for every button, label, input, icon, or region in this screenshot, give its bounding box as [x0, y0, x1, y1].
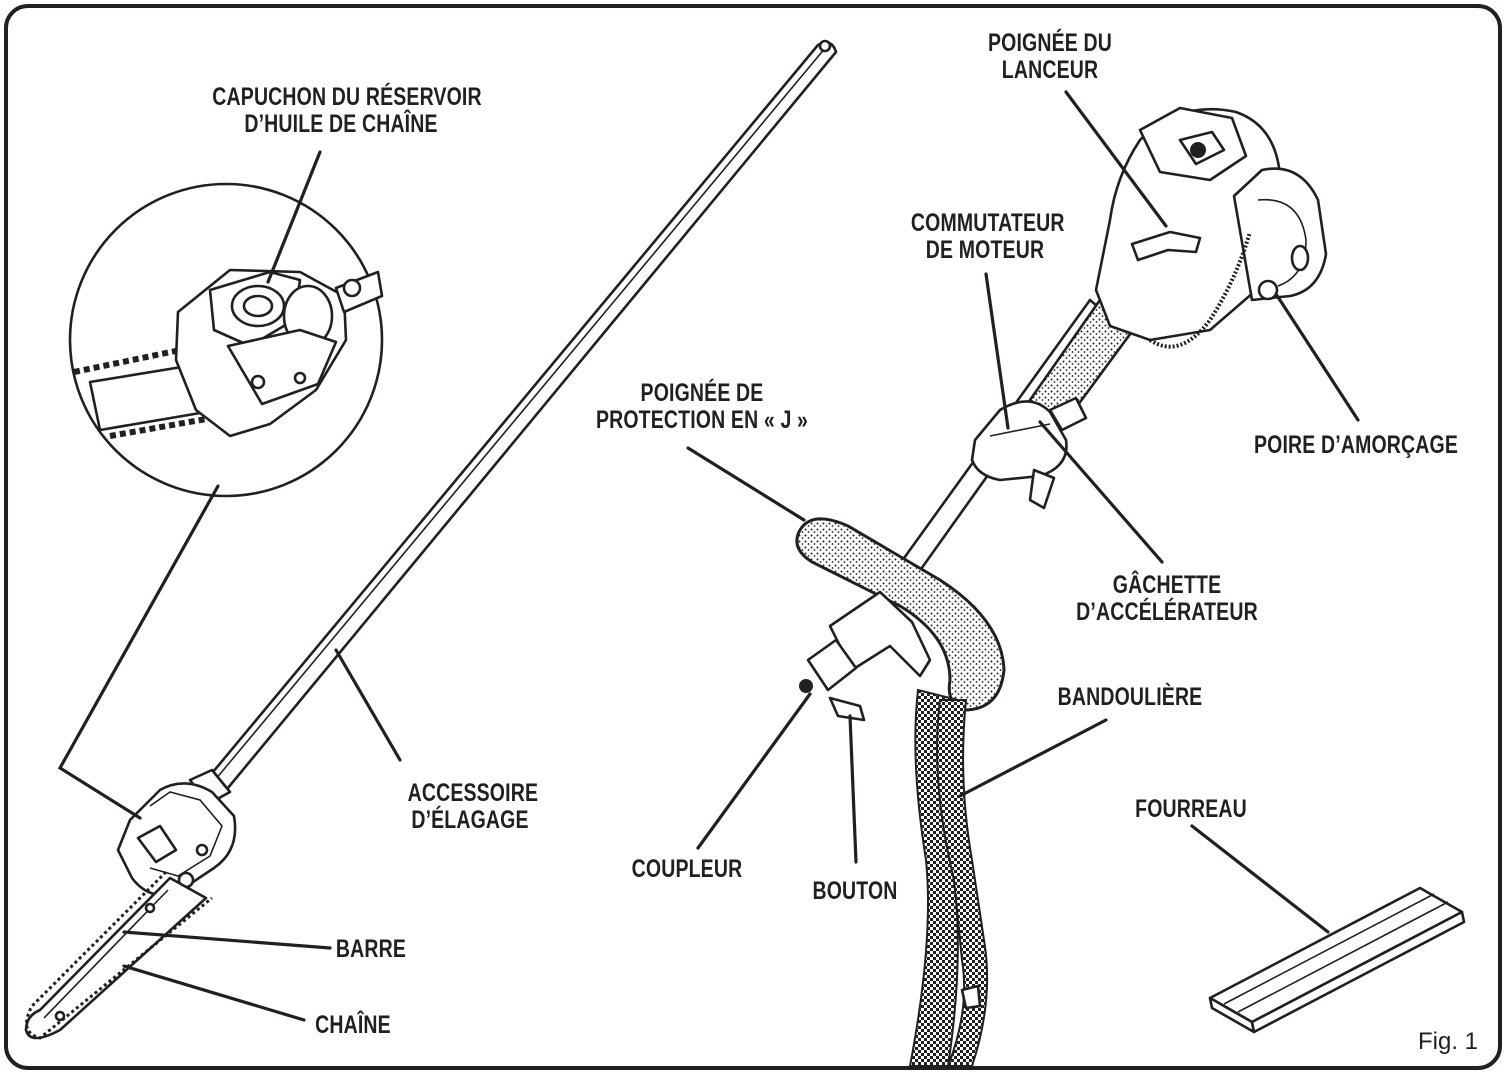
label-throttle-trigger: GÂCHETTE D’ACCÉLÉRATEUR: [1076, 571, 1258, 626]
label-bar: BARRE: [335, 935, 407, 963]
leader-chain: [122, 964, 306, 1022]
label-oil-cap: CAPUCHON DU RÉSERVOIR D’HUILE DE CHAÎNE: [212, 83, 482, 138]
label-j-handle: POIGNÉE DE PROTECTION EN « J »: [595, 379, 809, 434]
leader-knob: [848, 714, 858, 864]
leader-throttle: [1038, 420, 1164, 564]
label-coupler: COUPLEUR: [631, 855, 743, 883]
label-engine-switch: COMMUTATEUR DE MOTEUR: [910, 209, 1065, 264]
shoulder-strap-drawing: [908, 688, 989, 1067]
label-pruner-attachment: ACCESSOIRE D’ÉLAGAGE: [407, 779, 539, 834]
label-shoulder-strap: BANDOULIÈRE: [1057, 683, 1203, 711]
leader-starter-handle: [1064, 90, 1168, 228]
figure-number: Fig. 1: [1418, 1028, 1479, 1055]
leader-strap: [958, 718, 1108, 798]
leader-engine-switch: [984, 272, 1010, 430]
pruner-attachment-drawing: [24, 39, 838, 1040]
leader-pruner: [334, 648, 402, 762]
label-chain: CHAÎNE: [315, 1011, 391, 1039]
label-primer-bulb: POIRE D’AMORÇAGE: [1253, 431, 1459, 459]
oil-cap-detail-circle: [68, 182, 384, 498]
leader-coupler: [696, 692, 812, 850]
label-starter-handle: POIGNÉE DU LANCEUR: [987, 29, 1112, 84]
coupler-drawing: [799, 590, 932, 722]
leader-primer-bulb: [1274, 292, 1360, 422]
label-sheath: FOURREAU: [1135, 795, 1247, 823]
leader-bar: [122, 930, 332, 950]
sheath-drawing: [1208, 886, 1466, 1034]
leader-oil-cap: [266, 150, 322, 284]
leader-sheath: [1190, 824, 1330, 934]
leader-j-handle: [686, 446, 806, 522]
label-knob: BOUTON: [812, 877, 898, 905]
leader-lines: [57, 90, 1360, 1022]
leader-detail-circle: [57, 484, 220, 820]
